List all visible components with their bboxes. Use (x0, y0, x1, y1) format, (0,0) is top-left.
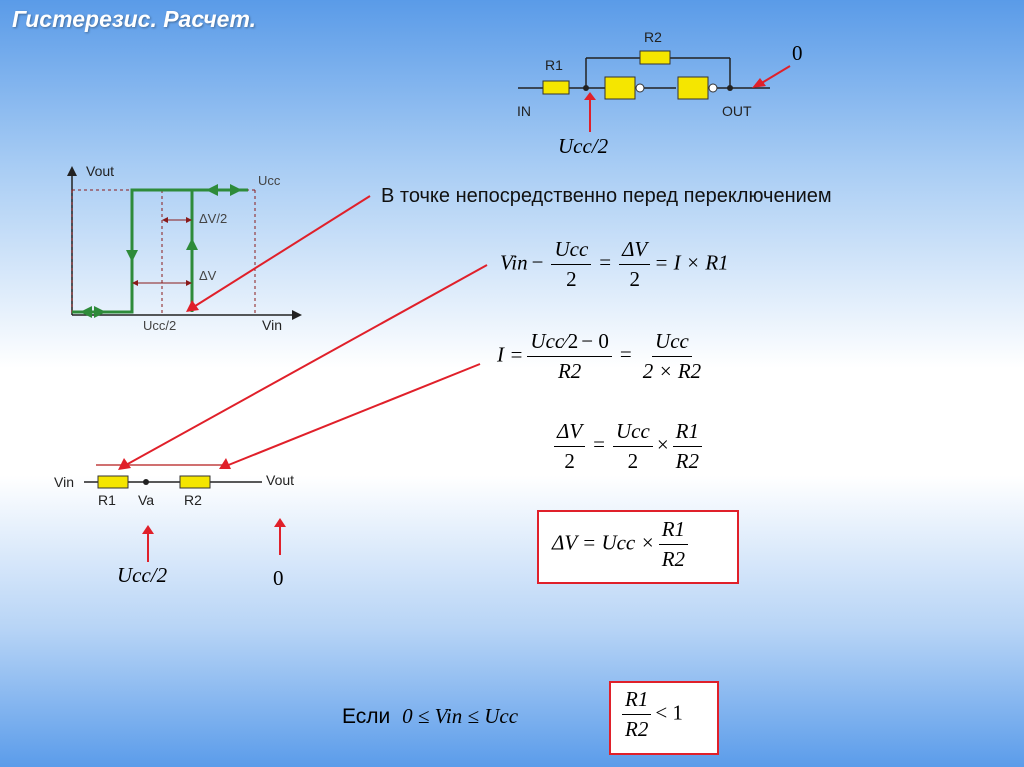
node-dot (583, 85, 589, 91)
trace-arrow (94, 306, 106, 318)
node-va (143, 479, 149, 485)
label-r1: R1 (98, 492, 116, 508)
dimension-arrow (186, 217, 192, 223)
x-axis-arrow (292, 310, 302, 320)
trace-arrow (186, 238, 198, 250)
dimension-arrow (162, 217, 168, 223)
graph-y-label: Vout (86, 163, 115, 179)
arrow-head (274, 518, 286, 527)
left-value: Ucc/2 (117, 563, 168, 587)
trace-arrow (126, 250, 138, 262)
arrow-line (759, 65, 791, 85)
inverter-bubble (635, 83, 645, 93)
graph-ucc-label: Ucc (258, 173, 281, 188)
arrow-head (752, 78, 766, 88)
out-value: 0 (792, 41, 803, 65)
arrow-head (219, 458, 231, 469)
graph-ucc-half-label: Ucc/2 (143, 318, 177, 333)
graph-x-label: Vin (262, 317, 282, 333)
slide-title: Гистерезис. Расчет. (12, 6, 257, 32)
label-in: IN (517, 103, 531, 119)
graph-dv-half-label: ΔV/2 (199, 211, 228, 226)
arrow-head (186, 300, 199, 312)
label-vout: Vout (266, 472, 295, 488)
condition-box (609, 681, 719, 755)
label-va: Va (138, 492, 155, 508)
inverter-bubble (708, 83, 718, 93)
resistor-r2 (179, 475, 211, 489)
resistor-r1 (542, 80, 570, 95)
result-box (537, 510, 739, 584)
arrow-head (118, 458, 131, 470)
resistor-r1 (97, 475, 129, 489)
buffer-gate-1 (604, 76, 636, 100)
graph-dv-label: ΔV (199, 268, 217, 283)
trace-arrow (80, 306, 92, 318)
label-r2: R2 (644, 29, 662, 45)
dimension-arrow (186, 280, 192, 286)
label-r1: R1 (545, 57, 563, 73)
explanation-phrase: В точке непосредственно перед переключен… (381, 185, 832, 207)
trace-arrow (206, 184, 218, 196)
trace-arrow (230, 184, 242, 196)
dimension-arrow (132, 280, 138, 286)
y-axis-arrow (67, 166, 77, 176)
label-out: OUT (722, 103, 752, 119)
resistor-r2 (639, 50, 671, 65)
node-value: Ucc/2 (558, 134, 609, 158)
condition-text: Если 0 ≤ Vin ≤ Ucc (342, 704, 519, 728)
arrow-line (123, 264, 488, 467)
label-r2: R2 (184, 492, 202, 508)
buffer-gate-2 (677, 76, 709, 100)
node-dot (727, 85, 733, 91)
arrow-head (584, 92, 596, 100)
right-value: 0 (273, 566, 284, 590)
arrow-line (191, 195, 371, 309)
label-vin: Vin (54, 474, 74, 490)
arrow-head (142, 525, 154, 534)
arrow-line (225, 363, 481, 467)
